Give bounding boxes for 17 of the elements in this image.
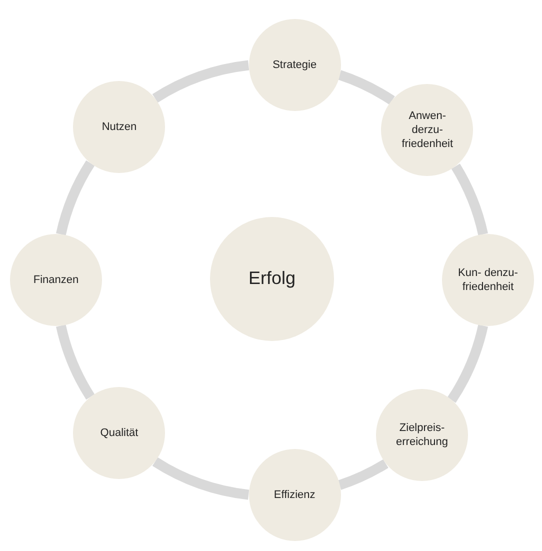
node-label: Effizienz [272,488,316,502]
ring-connector [338,459,388,490]
node-label: Zielpreis- erreichung [395,421,450,450]
node-label: Strategie [272,58,318,72]
ring-connector [447,324,488,403]
ring-connector [152,457,250,500]
ring-connector [56,324,95,400]
ring-connector [338,70,395,105]
ring-connector [56,160,95,236]
node-label: Qualität [99,426,140,440]
node-label: Erfolg [247,267,297,290]
node-label: Anwen- derzu- friedenheit [400,108,454,152]
node-label: Kun- denzu- friedenheit [458,266,518,294]
ring-connector [451,164,488,236]
node-label: Finanzen [32,272,80,288]
node-label: Nutzen [100,120,138,134]
ring-connector [152,60,250,103]
